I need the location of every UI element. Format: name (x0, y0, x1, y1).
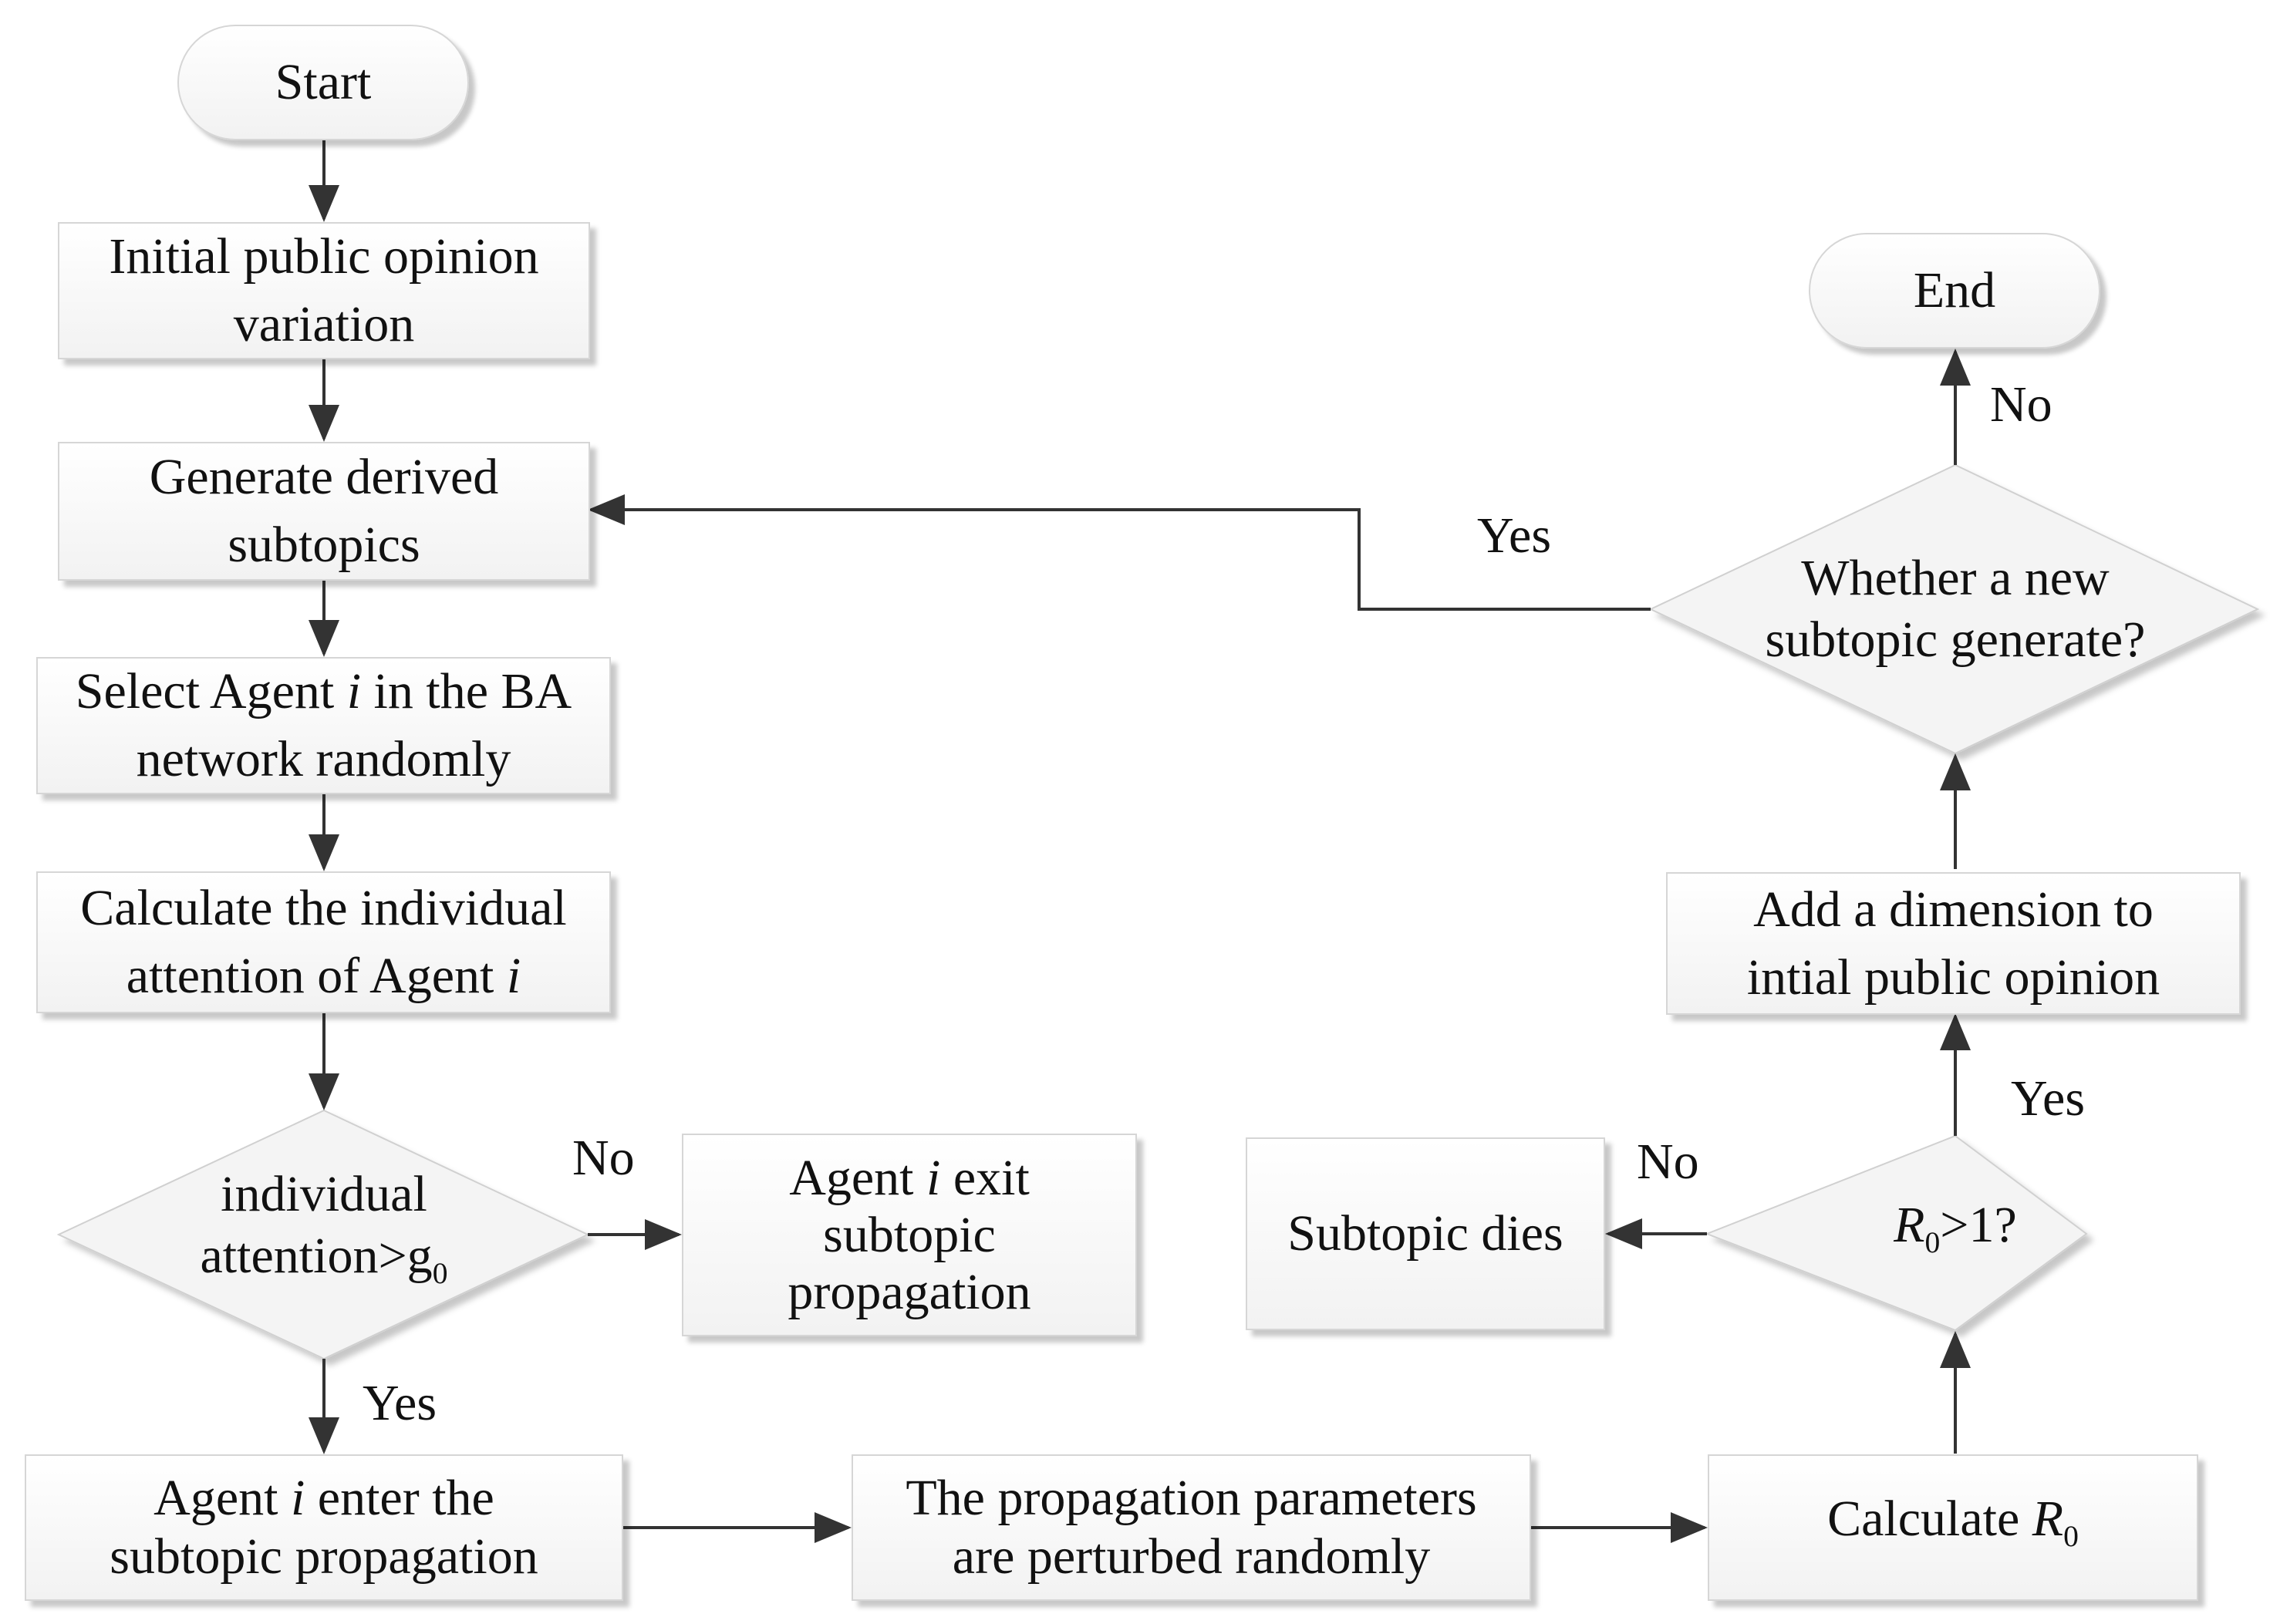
subtopic-dies-box: Subtopic dies (1246, 1137, 1605, 1330)
r0-no-label: No (1637, 1134, 1699, 1190)
agent-enter-box: Agent i enter the subtopic propagation (25, 1454, 623, 1601)
decision-attention-line2: attention>g0 (200, 1227, 448, 1291)
initial-variation-box: Initial public opinion variation (58, 222, 590, 359)
new-yes-label: Yes (1477, 507, 1552, 564)
decision-r0-diamond (1705, 1134, 2088, 1332)
add-line1: Add a dimension to (1753, 881, 2154, 938)
decision-attention-line1: individual (221, 1165, 427, 1222)
calc-attention-line1: Calculate the individual (80, 880, 567, 936)
calculate-r0-box: Calculate R0 (1708, 1454, 2198, 1601)
calc-r0-text: Calculate R0 (1827, 1490, 2079, 1554)
perturb-line2: are perturbed randomly (952, 1528, 1431, 1585)
agent-exit-box: Agent i exit subtopic propagation (682, 1134, 1137, 1336)
enter-line1: Agent i enter the (153, 1470, 494, 1526)
select-line1-text: Select Agent i in the BA (75, 663, 572, 719)
r0-yes-label: Yes (2011, 1070, 2086, 1127)
initial-line1: Initial public opinion (109, 228, 539, 285)
attention-yes-label: Yes (363, 1375, 437, 1431)
add-dimension-box: Add a dimension to intial public opinion (1666, 872, 2241, 1015)
select-agent-box: Select Agent i in the BA network randoml… (36, 657, 611, 794)
start-terminal: Start (177, 25, 469, 140)
decision-new-label: Whether a new subtopic generate? (1708, 540, 2202, 679)
select-line2: network randomly (136, 731, 511, 787)
dies-text: Subtopic dies (1287, 1205, 1563, 1262)
decision-r0-text: R0>1? (1894, 1196, 2017, 1260)
exit-line3: propagation (788, 1263, 1031, 1320)
select-line1: Select Agent i in the BA (76, 658, 572, 726)
calc-attention-line2: attention of Agent i (126, 948, 521, 1004)
end-terminal: End (1809, 233, 2100, 349)
generate-subtopics-box: Generate derived subtopics (58, 442, 590, 581)
decision-r0-label: R0>1? (1793, 1197, 2117, 1269)
generate-line1: Generate derived (149, 449, 499, 505)
enter-line2: subtopic propagation (110, 1528, 538, 1585)
calculate-attention-box: Calculate the individual attention of Ag… (36, 871, 611, 1013)
perturb-line1: The propagation parameters (906, 1470, 1477, 1526)
exit-line2: subtopic (823, 1206, 996, 1263)
exit-line1: Agent i exit (789, 1149, 1030, 1206)
start-text: Start (275, 54, 372, 110)
arrow-newdecision-to-generate (588, 494, 1651, 611)
new-no-label: No (1990, 376, 2052, 433)
add-line2: intial public opinion (1746, 948, 2160, 1006)
perturb-parameters-box: The propagation parameters are perturbed… (852, 1454, 1531, 1601)
generate-line2: subtopics (228, 517, 420, 573)
decision-new-line1: Whether a new (1801, 550, 2110, 606)
decision-new-line2: subtopic generate? (1765, 612, 2146, 668)
attention-no-label: No (572, 1130, 635, 1186)
initial-line2: variation (233, 296, 415, 352)
decision-attention-label: individual attention>g0 (131, 1157, 517, 1311)
end-text: End (1913, 262, 1996, 318)
